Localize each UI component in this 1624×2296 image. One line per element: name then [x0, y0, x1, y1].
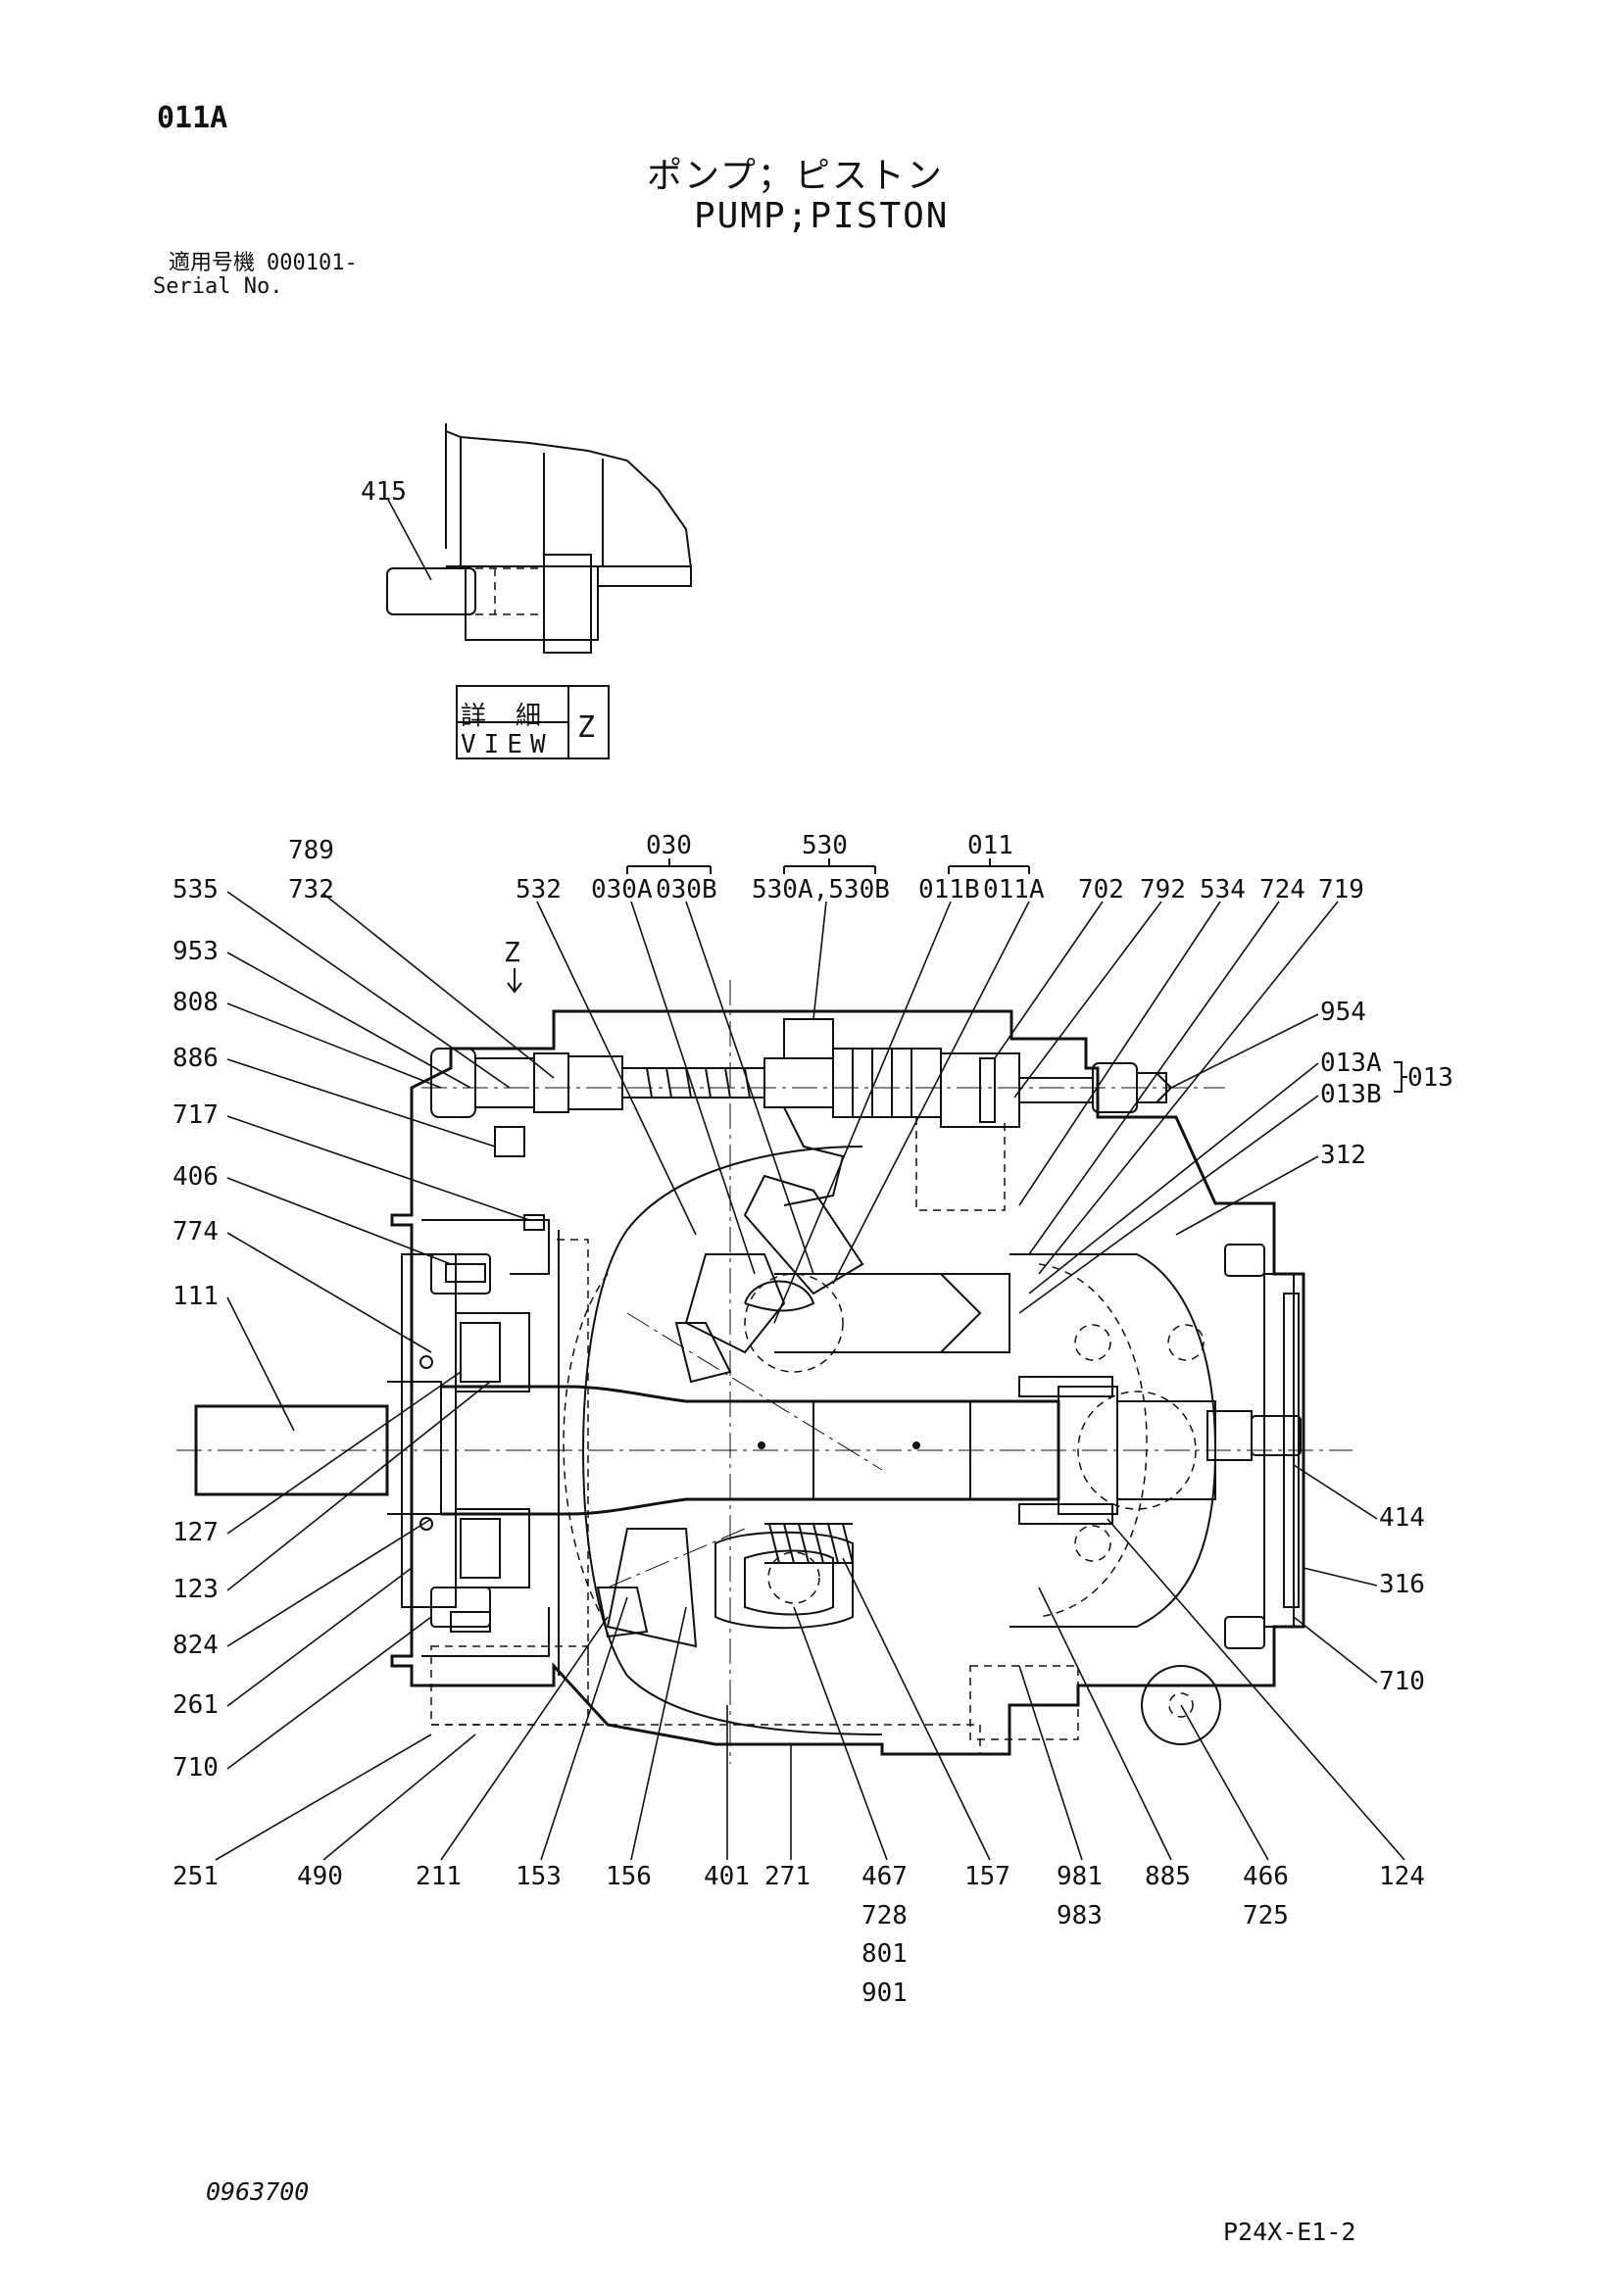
title-english: PUMP;PISTON — [694, 196, 950, 236]
group-013: 013 — [1407, 1063, 1453, 1093]
detail-box-en: VIEW — [461, 730, 554, 759]
label-123: 123 — [172, 1575, 219, 1604]
front-bearing-seal — [401, 1253, 530, 1633]
label-886: 886 — [172, 1044, 219, 1073]
label-954: 954 — [1320, 998, 1366, 1027]
label-724: 724 — [1259, 875, 1305, 904]
label-953: 953 — [172, 937, 219, 966]
label-156: 156 — [606, 1862, 652, 1891]
label-808: 808 — [172, 988, 219, 1017]
pump-housing — [390, 1009, 1305, 1756]
label-312: 312 — [1320, 1141, 1366, 1170]
serial-label-jp: 適用号機 — [169, 251, 256, 275]
label-124: 124 — [1379, 1862, 1425, 1891]
group-brackets — [507, 858, 1407, 1093]
group-530: 530 — [802, 831, 848, 860]
label-901: 901 — [861, 1978, 908, 2008]
label-532: 532 — [516, 875, 562, 904]
label-702: 702 — [1078, 875, 1124, 904]
group-030: 030 — [646, 831, 692, 860]
label-271: 271 — [764, 1862, 811, 1891]
label-490: 490 — [297, 1862, 343, 1891]
label-789: 789 — [288, 836, 334, 865]
label-415: 415 — [361, 477, 407, 507]
label-981: 981 — [1057, 1862, 1103, 1891]
label-030b: 030B — [656, 875, 717, 904]
label-157: 157 — [964, 1862, 1010, 1891]
label-111: 111 — [172, 1282, 219, 1311]
label-466: 466 — [1243, 1862, 1289, 1891]
label-728: 728 — [861, 1901, 908, 1930]
label-127: 127 — [172, 1518, 219, 1547]
label-414: 414 — [1379, 1503, 1425, 1533]
label-801: 801 — [861, 1939, 908, 1969]
label-013b: 013B — [1320, 1080, 1382, 1109]
detail-box-letter: Z — [577, 710, 596, 745]
label-719: 719 — [1318, 875, 1364, 904]
label-717: 717 — [172, 1100, 219, 1130]
label-467: 467 — [861, 1862, 908, 1891]
title-japanese: ポンプ；ピストン — [647, 156, 944, 196]
regulator-adjuster — [430, 1018, 1173, 1231]
label-261: 261 — [172, 1690, 219, 1720]
label-013a: 013A — [1320, 1049, 1382, 1078]
label-530ab: 530A,530B — [752, 875, 890, 904]
serial-label-en: Serial No. — [153, 274, 283, 299]
label-774: 774 — [172, 1217, 219, 1246]
label-030a: 030A — [591, 875, 653, 904]
label-983: 983 — [1057, 1901, 1103, 1930]
label-792: 792 — [1140, 875, 1186, 904]
centerlines — [176, 980, 1353, 1764]
page-reference: P24X-E1-2 — [1223, 2218, 1356, 2246]
label-251: 251 — [172, 1862, 219, 1891]
label-011b: 011B — [918, 875, 980, 904]
group-011: 011 — [967, 831, 1013, 860]
label-725: 725 — [1243, 1901, 1289, 1930]
label-710-left: 710 — [172, 1753, 219, 1783]
label-534: 534 — [1200, 875, 1246, 904]
detail-box-jp: 詳 細 — [461, 702, 544, 731]
view-z-marker: Z — [504, 936, 520, 968]
drawing-number: 0963700 — [206, 2177, 310, 2206]
label-211: 211 — [416, 1862, 462, 1891]
label-316: 316 — [1379, 1570, 1425, 1599]
label-535: 535 — [172, 875, 219, 904]
label-406: 406 — [172, 1162, 219, 1192]
label-011a: 011A — [983, 875, 1045, 904]
label-153: 153 — [516, 1862, 562, 1891]
detail-view-z — [386, 423, 692, 759]
label-710-right: 710 — [1379, 1667, 1425, 1696]
leader-lines — [215, 891, 1405, 1861]
page-code: 011A — [157, 101, 228, 135]
label-885: 885 — [1145, 1862, 1191, 1891]
label-824: 824 — [172, 1631, 219, 1660]
serial-value: 000101- — [267, 251, 358, 275]
label-732: 732 — [288, 875, 334, 904]
label-401: 401 — [704, 1862, 750, 1891]
